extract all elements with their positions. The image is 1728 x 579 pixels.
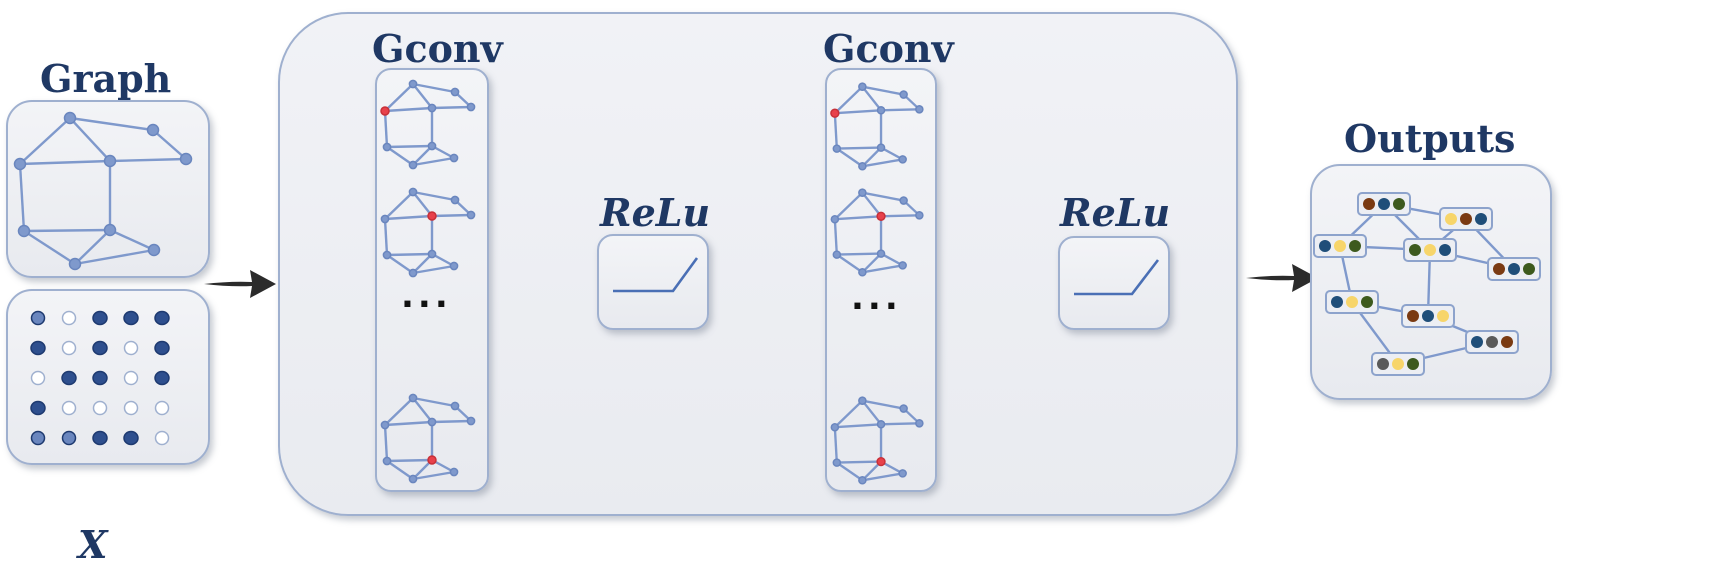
output-feature-dot — [1349, 240, 1361, 252]
gconv1-title: Gconv — [372, 26, 503, 71]
feature-cell — [154, 400, 170, 416]
feature-matrix — [30, 310, 170, 446]
gconv1-graph-1 — [380, 79, 476, 170]
gconv1-column: ... — [375, 68, 489, 492]
feature-cell — [123, 370, 139, 386]
feature-cell — [92, 340, 108, 356]
gconv1-graph-2 — [380, 187, 476, 278]
output-feature-dot — [1460, 213, 1472, 225]
output-feature-dot — [1378, 198, 1390, 210]
relu1-curve — [613, 257, 699, 293]
output-feature-dot — [1486, 336, 1498, 348]
output-feature-dot — [1422, 310, 1434, 322]
feature-cell — [92, 310, 108, 326]
input-graph-nodes — [13, 111, 193, 271]
output-feature-dot — [1471, 336, 1483, 348]
relu1-title: ReLu — [600, 190, 711, 235]
feature-cell — [30, 430, 46, 446]
output-feature-dot — [1392, 358, 1404, 370]
feature-cell — [30, 370, 46, 386]
arrow-gcn-to-outputs — [1246, 264, 1318, 292]
feature-cell — [123, 340, 139, 356]
x-label: X — [78, 522, 108, 567]
relu2-title: ReLu — [1060, 190, 1171, 235]
gconv2-graph-2 — [830, 188, 924, 277]
feature-cell — [61, 400, 77, 416]
feature-cell — [61, 430, 77, 446]
output-feature-dot — [1523, 263, 1535, 275]
feature-cell — [123, 430, 139, 446]
feature-cell — [30, 400, 46, 416]
output-feature-dot — [1439, 244, 1451, 256]
outputs-title: Outputs — [1344, 116, 1516, 161]
output-graph-nodes — [1313, 192, 1541, 376]
output-graph — [1313, 192, 1541, 376]
gconv2-column: ... — [825, 68, 937, 492]
feature-cell — [123, 310, 139, 326]
input-graph-panel — [6, 100, 210, 278]
output-feature-dot — [1363, 198, 1375, 210]
feature-cell — [30, 340, 46, 356]
feature-cell — [92, 430, 108, 446]
gconv1-ellipsis: ... — [401, 276, 452, 316]
input-graph-edges — [18, 116, 187, 266]
feature-cell — [61, 310, 77, 326]
gconv1-graph-3 — [380, 393, 476, 484]
arrow-input-to-gcn — [204, 270, 276, 298]
feature-cell — [30, 310, 46, 326]
feature-cell — [92, 400, 108, 416]
output-feature-dot — [1445, 213, 1457, 225]
output-feature-dot — [1407, 310, 1419, 322]
output-feature-dot — [1346, 296, 1358, 308]
feature-cell — [123, 400, 139, 416]
input-graph — [13, 111, 193, 271]
output-feature-dot — [1409, 244, 1421, 256]
gconv2-graph-3 — [830, 396, 924, 485]
output-feature-dot — [1393, 198, 1405, 210]
feature-cell — [154, 430, 170, 446]
gconv2-graph-1 — [830, 82, 924, 171]
gconv2-ellipsis: ... — [851, 278, 902, 318]
graph-title: Graph — [40, 56, 172, 101]
output-feature-dot — [1377, 358, 1389, 370]
outputs-panel — [1310, 164, 1552, 400]
output-feature-dot — [1424, 244, 1436, 256]
output-feature-dot — [1508, 263, 1520, 275]
feature-matrix-panel — [6, 289, 210, 465]
output-feature-dot — [1493, 263, 1505, 275]
output-feature-dot — [1437, 310, 1449, 322]
output-feature-dot — [1331, 296, 1343, 308]
output-feature-dot — [1475, 213, 1487, 225]
output-feature-dot — [1407, 358, 1419, 370]
gconv2-title: Gconv — [823, 26, 954, 71]
feature-cell — [61, 370, 77, 386]
feature-cell — [154, 310, 170, 326]
output-feature-dot — [1501, 336, 1513, 348]
output-feature-dot — [1334, 240, 1346, 252]
feature-cell — [92, 370, 108, 386]
output-feature-dot — [1361, 296, 1373, 308]
feature-cell — [61, 340, 77, 356]
relu2-curve — [1074, 259, 1160, 296]
relu2-box — [1058, 236, 1170, 330]
output-feature-dot — [1319, 240, 1331, 252]
feature-cell — [154, 370, 170, 386]
feature-cell — [154, 340, 170, 356]
relu1-box — [597, 234, 709, 330]
